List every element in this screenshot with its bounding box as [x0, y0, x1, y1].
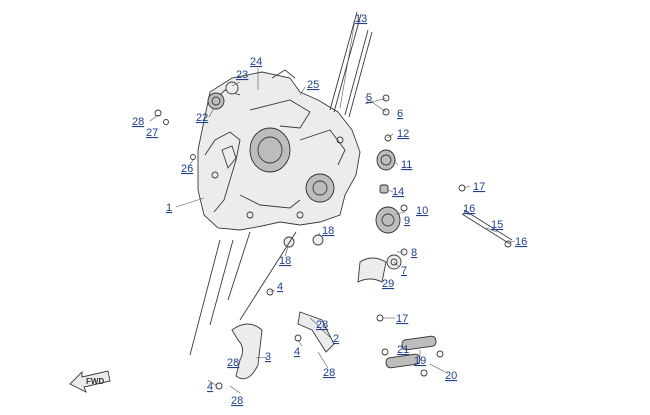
callout-7[interactable]: 7: [401, 265, 407, 277]
bushing-14: [379, 184, 389, 194]
sleeve-29: [357, 257, 387, 283]
callout-4c[interactable]: 4: [207, 381, 213, 393]
callout-17a[interactable]: 17: [473, 181, 485, 193]
callout-26[interactable]: 26: [181, 163, 193, 175]
bearing-9: [375, 206, 401, 234]
callout-4a[interactable]: 4: [277, 281, 283, 293]
callout-15[interactable]: 15: [491, 219, 503, 231]
callout-20[interactable]: 20: [445, 370, 457, 382]
callout-28d[interactable]: 28: [227, 357, 239, 369]
callout-12[interactable]: 12: [397, 128, 409, 140]
callout-19[interactable]: 19: [414, 355, 426, 367]
stud-bolts: [329, 11, 373, 118]
seal-11: [376, 149, 396, 171]
callout-5[interactable]: 5: [366, 92, 372, 104]
callout-6[interactable]: 6: [397, 108, 403, 120]
crankcase-housing: [197, 69, 361, 231]
leader-lines: [149, 19, 516, 394]
bearing-22: [207, 92, 225, 110]
callout-2[interactable]: 2: [333, 333, 339, 345]
callout-28c[interactable]: 28: [323, 367, 335, 379]
callout-4b[interactable]: 4: [294, 346, 300, 358]
fwd-label: FWD: [86, 377, 104, 386]
callout-10[interactable]: 10: [416, 205, 428, 217]
bracket-3: [231, 323, 263, 380]
callout-17b[interactable]: 17: [396, 313, 408, 325]
callout-29[interactable]: 29: [382, 278, 394, 290]
callout-labels: 1234445678910111213141516161717181819202…: [132, 13, 527, 407]
bracket-2: [297, 311, 335, 353]
callout-3[interactable]: 3: [265, 351, 271, 363]
callout-18a[interactable]: 18: [279, 255, 291, 267]
callout-14[interactable]: 14: [392, 186, 404, 198]
callout-9[interactable]: 9: [404, 215, 410, 227]
callout-13[interactable]: 13: [355, 13, 367, 25]
callout-22[interactable]: 22: [196, 112, 208, 124]
callout-16a[interactable]: 16: [463, 203, 475, 215]
callout-28b[interactable]: 28: [316, 319, 328, 331]
callout-27[interactable]: 27: [146, 127, 158, 139]
callout-24[interactable]: 24: [250, 56, 262, 68]
callout-11[interactable]: 11: [401, 159, 412, 171]
long-rods: [189, 231, 297, 356]
callout-28a[interactable]: 28: [132, 116, 144, 128]
callout-16b[interactable]: 16: [515, 236, 527, 248]
callout-23[interactable]: 23: [236, 69, 248, 81]
pin-15: [461, 209, 513, 245]
callout-8[interactable]: 8: [411, 247, 417, 259]
bearing-23: [225, 81, 239, 95]
callout-18b[interactable]: 18: [322, 225, 334, 237]
callout-21[interactable]: 21: [397, 344, 409, 356]
fwd-arrow: FWD: [69, 370, 111, 393]
callout-1[interactable]: 1: [166, 202, 172, 214]
cylinder-19-21: [381, 335, 444, 377]
callout-25[interactable]: 25: [307, 79, 319, 91]
callout-28e[interactable]: 28: [231, 395, 243, 407]
